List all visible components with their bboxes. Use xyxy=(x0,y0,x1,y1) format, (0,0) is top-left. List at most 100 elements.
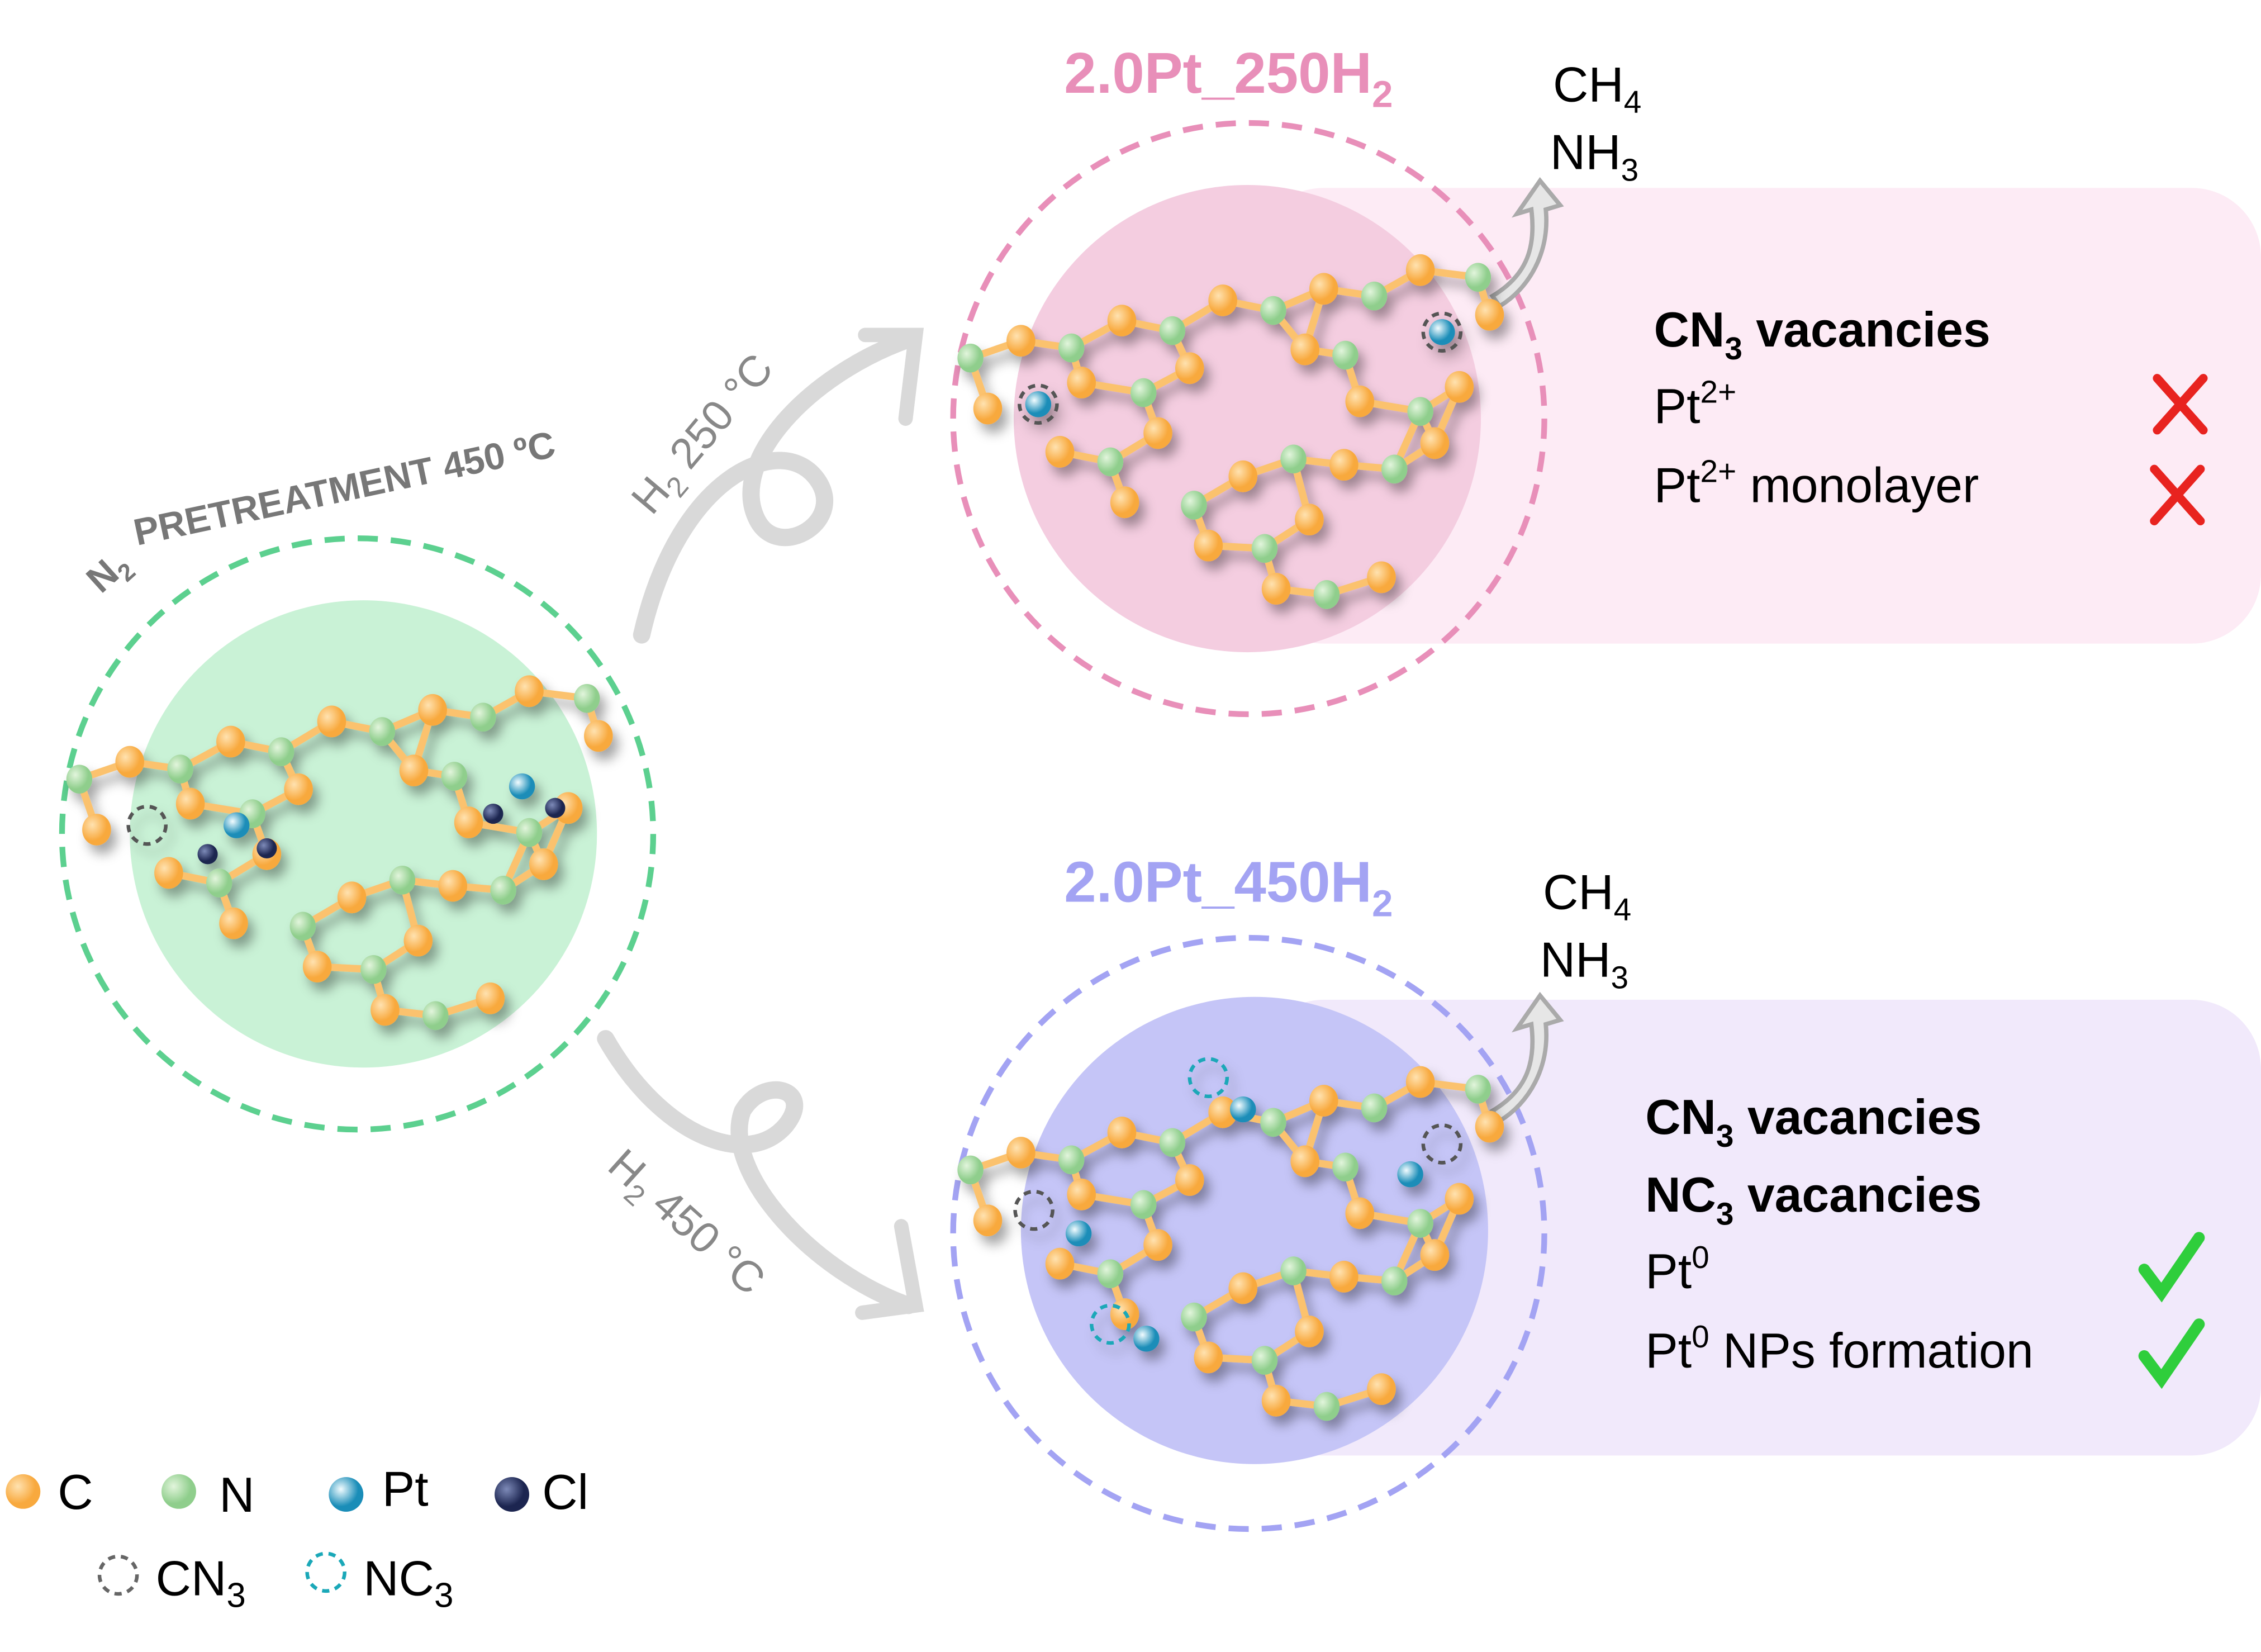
carbon-atom xyxy=(1345,1197,1375,1229)
platinum-legend-icon xyxy=(329,1477,364,1512)
carbon-atom xyxy=(1045,1247,1075,1280)
carbon-atom xyxy=(216,725,245,758)
check-icon xyxy=(2138,1232,2205,1303)
carbon-atom xyxy=(1175,1164,1204,1196)
left-molecule xyxy=(66,675,613,1031)
platinum-atom xyxy=(1397,1161,1423,1188)
platinum-atom xyxy=(223,812,250,838)
carbon-atom xyxy=(1194,1341,1223,1374)
nitrogen-atom xyxy=(1159,316,1186,345)
nc3-vacancy-legend-icon xyxy=(305,1551,346,1593)
carbon-atom xyxy=(1367,561,1396,594)
nitrogen-atom xyxy=(957,343,984,373)
carbon-atom xyxy=(1194,529,1223,562)
nitrogen-atom xyxy=(206,868,232,898)
top-item-pt2: Pt2+ xyxy=(1654,375,1737,434)
nitrogen-atom xyxy=(573,683,600,713)
nitrogen-atom xyxy=(369,717,396,746)
left-title-rest: PRETREATMENT 450 ºC xyxy=(130,424,559,554)
nitrogen-atom xyxy=(516,818,543,847)
cross-icon xyxy=(2153,374,2208,435)
cn3-vacancy xyxy=(1421,311,1463,353)
carbon-atom xyxy=(1420,427,1450,459)
carbon-atom xyxy=(1309,1085,1338,1117)
platinum-atom xyxy=(509,773,535,800)
nitrogen-atom xyxy=(360,955,387,984)
carbon-atom xyxy=(1445,1183,1474,1215)
carbon-atom xyxy=(584,720,613,752)
chlorine-atom xyxy=(545,797,566,818)
carbon-atom xyxy=(476,982,505,1014)
carbon-atom xyxy=(302,951,332,982)
bottom-item-cn3-vacancies: CN3 vacancies xyxy=(1645,1090,1982,1154)
bottom-gas-nh3: NH3 xyxy=(1540,933,1628,996)
cn3-vacancy xyxy=(126,804,168,846)
top-molecule xyxy=(957,254,1504,609)
carbon-atom xyxy=(1006,325,1036,357)
carbon-atom xyxy=(515,675,544,708)
left-title: N2 xyxy=(78,543,140,605)
check-icon xyxy=(2138,1318,2205,1389)
carbon-atom xyxy=(1175,352,1204,384)
platinum-atom xyxy=(1025,391,1052,417)
carbon-atom xyxy=(1110,486,1139,519)
carbon-atom xyxy=(1475,1110,1504,1143)
carbon-atom xyxy=(438,870,468,902)
nitrogen-atom xyxy=(1280,444,1307,474)
nitrogen-atom xyxy=(1381,454,1408,484)
carbon-atom xyxy=(529,848,558,880)
nitrogen-atom xyxy=(1260,1108,1286,1137)
nitrogen-atom xyxy=(1058,1145,1085,1175)
bottom-gas-ch4: CH4 xyxy=(1543,865,1631,928)
cn3-vacancy xyxy=(1018,383,1059,425)
top-sample-title: 2.0Pt_250H2 xyxy=(1064,41,1393,116)
carbon-atom xyxy=(1475,298,1504,331)
carbon-atom xyxy=(1228,1272,1258,1304)
nitrogen-atom xyxy=(389,865,416,895)
cross-icon xyxy=(2150,464,2205,525)
bottom-dashed-ring xyxy=(950,934,1547,1532)
carbon-atom xyxy=(1208,284,1237,316)
bottom-molecule xyxy=(957,1057,1504,1421)
nitrogen-atom xyxy=(1181,491,1207,520)
carbon-atom xyxy=(1261,1384,1291,1417)
nitrogen-atom xyxy=(422,1001,449,1031)
carbon-atom xyxy=(973,1204,1003,1237)
nitrogen-atom xyxy=(1097,1259,1124,1289)
nitrogen-atom xyxy=(1097,447,1124,477)
top-item-pt2-monolayer: Pt2+ monolayer xyxy=(1654,454,1979,513)
nitrogen-atom xyxy=(957,1155,984,1185)
legend-nc3-label: NC3 xyxy=(363,1551,453,1615)
carbon-atom xyxy=(1143,1229,1172,1261)
carbon-atom xyxy=(1445,371,1474,403)
nitrogen-atom xyxy=(1130,1190,1157,1219)
carbon-atom xyxy=(1067,1178,1096,1210)
top-gas-nh3: NH3 xyxy=(1550,125,1638,188)
carbon-atom xyxy=(1345,385,1375,417)
chlorine-atom xyxy=(256,838,277,859)
carbon-atom xyxy=(370,994,400,1026)
carbon-atom xyxy=(219,907,248,939)
carbon-atom xyxy=(1309,273,1338,305)
carbon-atom xyxy=(1228,460,1258,492)
nitrogen-atom xyxy=(1251,534,1278,563)
chlorine-atom xyxy=(197,844,218,865)
carbon-atom xyxy=(1290,1145,1320,1178)
carbon-atom xyxy=(1143,417,1172,449)
carbon-legend-icon xyxy=(6,1474,41,1509)
chlorine-atom xyxy=(483,804,504,824)
arrow-h2-250 xyxy=(633,327,924,644)
carbon-atom xyxy=(1329,449,1358,481)
platinum-atom xyxy=(1065,1220,1092,1247)
nitrogen-atom xyxy=(1313,580,1340,609)
platinum-atom xyxy=(1133,1326,1160,1352)
nitrogen-atom xyxy=(1332,340,1358,370)
nitrogen-atom xyxy=(1407,397,1433,426)
carbon-atom xyxy=(317,705,346,738)
carbon-atom xyxy=(1006,1137,1036,1169)
arrow-h2-450 xyxy=(597,1030,924,1320)
platinum-atom xyxy=(1429,319,1455,345)
carbon-atom xyxy=(1067,367,1096,398)
carbon-atom xyxy=(1107,1116,1137,1148)
cn3-vacancy xyxy=(1013,1189,1054,1231)
